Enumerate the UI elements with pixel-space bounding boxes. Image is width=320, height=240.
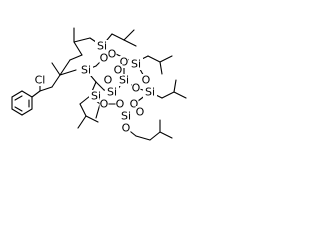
- isobutyl-bond: [149, 131, 161, 141]
- atom-label-o4: O: [114, 64, 123, 77]
- isobutyl-bond: [159, 55, 173, 63]
- isobutyl-bond: [111, 33, 125, 41]
- atom-label-background: [143, 86, 157, 98]
- chain-bond: [51, 62, 61, 76]
- atom-label-o2: O: [120, 56, 129, 69]
- isobutyl-bond: [79, 103, 87, 117]
- atom-label-si4: Si: [107, 86, 117, 99]
- isobutyl-bond: [147, 55, 161, 63]
- chain-bond: [39, 86, 53, 92]
- isobutyl-bond: [123, 29, 135, 41]
- chain-bond: [51, 74, 61, 88]
- atom-label-si5: Si: [91, 90, 101, 103]
- phenyl-ring-bond: [11, 90, 23, 98]
- atom-label-o3: O: [100, 52, 109, 65]
- atom-label-background: [131, 82, 141, 94]
- atom-label-o7: O: [100, 98, 109, 111]
- atom-label-background: [107, 48, 117, 60]
- atom-label-si3: Si: [119, 74, 129, 87]
- atom-label-background: [95, 40, 109, 52]
- phenyl-ring-bond: [21, 90, 33, 98]
- chain-bond: [73, 37, 91, 43]
- isobutyl-bond: [95, 103, 101, 119]
- atom-label-background: [129, 58, 143, 70]
- atom-label-background: [135, 106, 145, 118]
- isobutyl-bond: [161, 91, 175, 99]
- isobutyl-bond: [85, 115, 99, 123]
- atom-label-background: [115, 98, 125, 110]
- atom-label-background: [119, 110, 133, 122]
- atom-label-si2: Si: [81, 64, 91, 77]
- atom-label-o8: O: [142, 74, 151, 87]
- atom-label-o10: O: [116, 98, 125, 111]
- atom-label-o1: O: [108, 48, 117, 61]
- atom-label-background: [119, 56, 129, 68]
- atom-label-background: [99, 52, 109, 64]
- isobutyl-bond: [173, 91, 187, 99]
- isobutyl-bond: [79, 95, 91, 105]
- atom-label-cl: Cl: [35, 74, 46, 87]
- phenyl-ring-bond: [11, 108, 23, 116]
- isobutyl-bond: [135, 135, 151, 141]
- isobutyl-bond: [173, 79, 177, 93]
- atom-label-si6: Si: [145, 86, 155, 99]
- atom-label-o9: O: [130, 98, 139, 111]
- atom-label-background: [33, 74, 47, 86]
- atom-label-o5: O: [132, 82, 141, 95]
- atom-label-background: [141, 74, 151, 86]
- atom-label-background: [99, 98, 109, 110]
- phenyl-ring-bond: [14, 95, 23, 101]
- atom-label-background: [105, 86, 119, 98]
- isobutyl-bond: [77, 115, 87, 129]
- atom-label-background: [117, 74, 131, 86]
- isobutyl-bond: [123, 39, 137, 47]
- ring-to-carbon-bond: [31, 90, 41, 98]
- atom-label-background: [121, 122, 131, 134]
- isobutyl-bond: [159, 131, 173, 139]
- atom-label-o11: O: [122, 122, 131, 135]
- phenyl-ring-bond: [21, 108, 33, 116]
- chain-bond: [59, 59, 71, 76]
- atom-label-background: [129, 98, 139, 110]
- atom-label-background: [79, 64, 93, 76]
- atom-label-si7: Si: [121, 110, 131, 123]
- isobutyl-bond: [159, 61, 163, 75]
- atom-label-si8: Si: [131, 58, 141, 71]
- atom-label-background: [103, 74, 113, 86]
- phenyl-ring-bond: [14, 106, 23, 112]
- atom-label-o12: O: [136, 106, 145, 119]
- chain-bond: [59, 69, 77, 76]
- atom-label-o6: O: [104, 74, 113, 87]
- chain-bond: [73, 41, 83, 56]
- atom-label-background: [113, 64, 123, 76]
- cage-bond: [95, 81, 105, 91]
- chain-bond: [69, 54, 83, 61]
- atom-label-si1: Si: [97, 40, 107, 53]
